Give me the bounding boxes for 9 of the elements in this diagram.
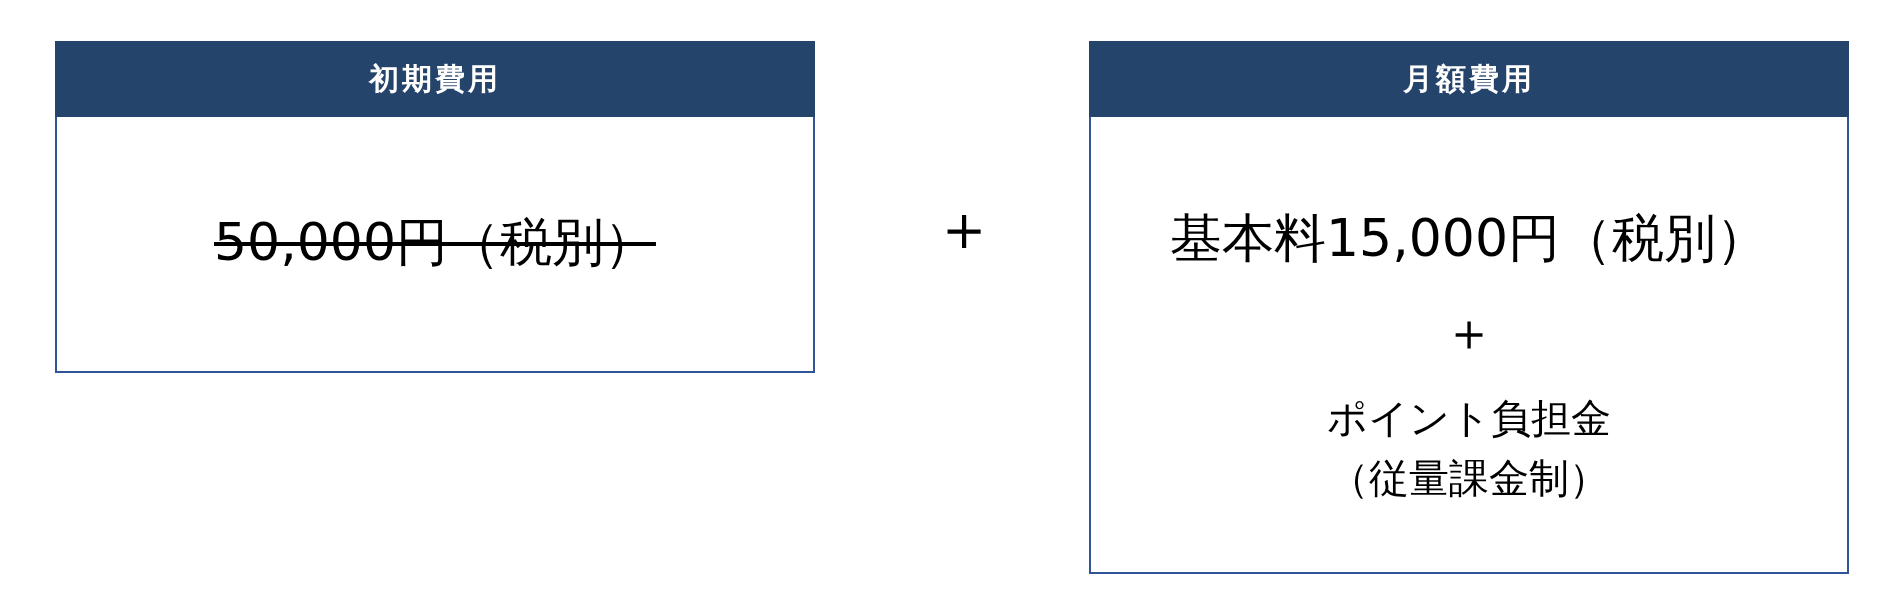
price-text: 50,000円（税別） xyxy=(214,211,656,274)
plus-sign: ＋ xyxy=(932,196,996,260)
header-bar: 初期費用 xyxy=(55,41,815,117)
note-text: ポイント負担金（従量課金制） xyxy=(1326,394,1612,503)
plus-sign: ＋ xyxy=(1443,301,1495,364)
price-box xyxy=(1089,41,1849,574)
price-box xyxy=(55,41,815,373)
price-text: 基本料15,000円（税別） xyxy=(1170,207,1768,270)
header-bar: 月額費用 xyxy=(1089,41,1849,117)
